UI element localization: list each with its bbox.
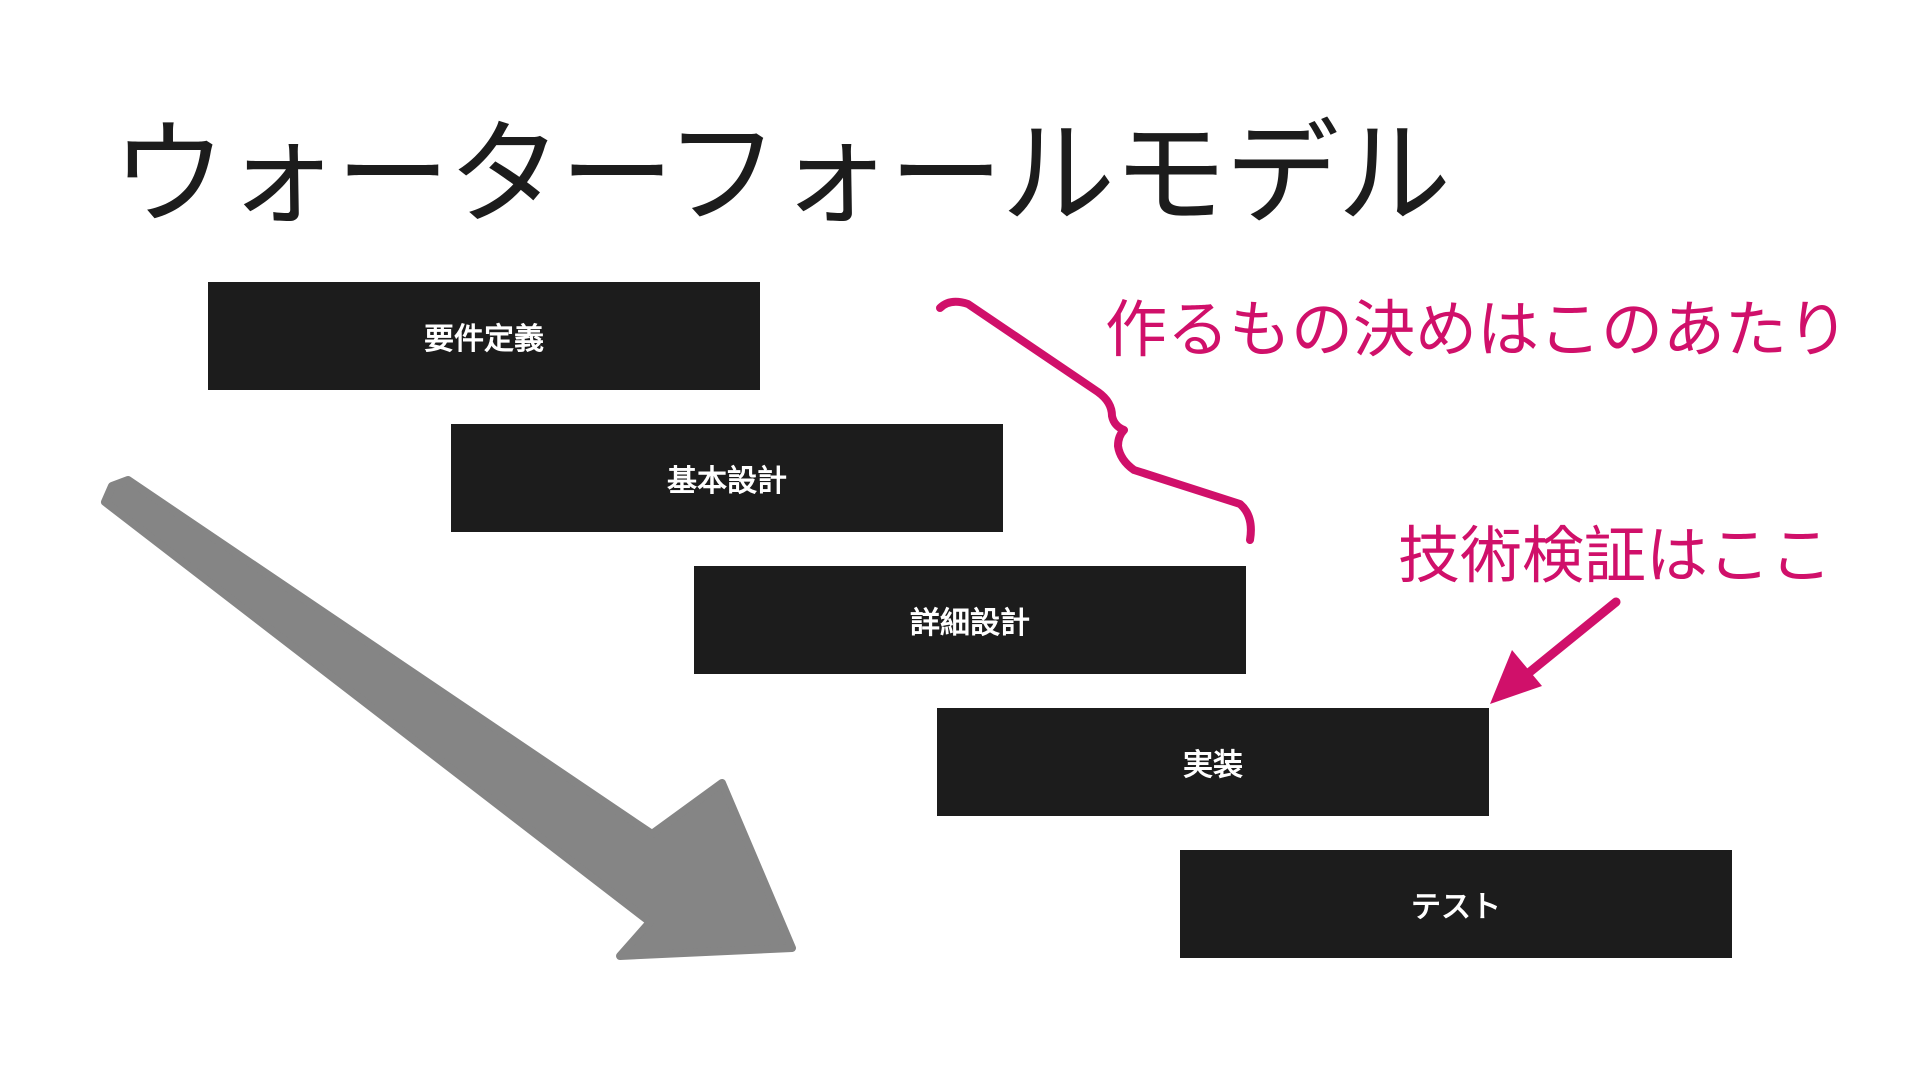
- requirements-note: 作るもの決めはこのあたり: [1105, 293, 1850, 366]
- page-title: ウォーターフォールモデル: [112, 108, 1451, 241]
- step-detailed-design: 詳細設計: [694, 566, 1246, 674]
- tech-verification-note: 技術検証はここ: [1398, 519, 1833, 592]
- step-implementation: 実装: [937, 708, 1489, 816]
- step-test: テスト: [1180, 850, 1732, 958]
- step-requirements: 要件定義: [208, 282, 760, 390]
- step-basic-design: 基本設計: [451, 424, 1003, 532]
